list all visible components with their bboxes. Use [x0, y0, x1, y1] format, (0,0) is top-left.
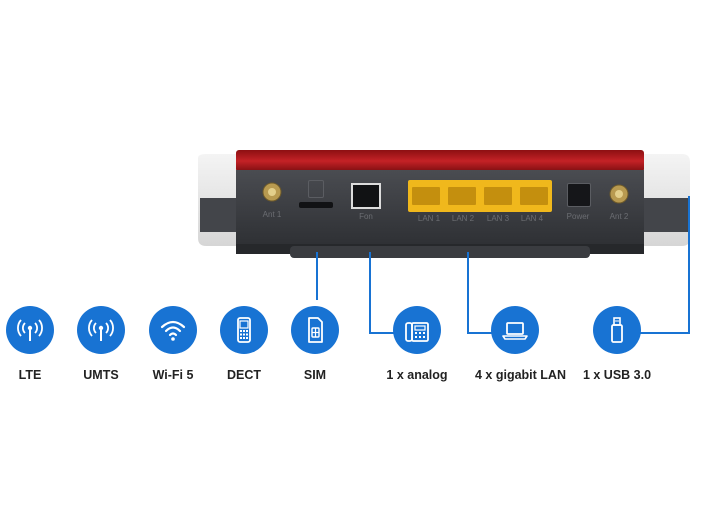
- laptop-icon: [502, 322, 528, 340]
- antenna-icon: [88, 319, 114, 341]
- wifi-icon: [160, 320, 186, 341]
- port-label-lan1: LAN 1: [417, 214, 441, 223]
- feature-lte: LTE: [0, 306, 70, 382]
- antenna-2-connector-icon: [609, 184, 629, 204]
- sim-slot: [299, 202, 333, 208]
- port-label-lan3: LAN 3: [486, 214, 510, 223]
- sim-card-icon: [308, 317, 323, 343]
- lan-port-4-icon: [520, 187, 548, 205]
- analog-connector-line: [369, 252, 401, 334]
- lan-port-block: [408, 180, 552, 212]
- phone-port-icon: [351, 183, 381, 209]
- lan-port-2-icon: [448, 187, 476, 205]
- feature-umts: UMTS: [61, 306, 141, 382]
- feature-usb: 1 x USB 3.0: [577, 306, 657, 382]
- feature-label: LTE: [18, 368, 42, 382]
- feature-label: Wi-Fi 5: [152, 368, 194, 382]
- antenna-1-connector-icon: [262, 182, 282, 202]
- desk-phone-icon: [405, 322, 429, 342]
- port-label-ant1: Ant 1: [262, 210, 282, 219]
- feature-wifi: Wi-Fi 5: [133, 306, 213, 382]
- port-label-ant2: Ant 2: [609, 212, 629, 221]
- feature-lan: 4 x gigabit LAN: [475, 306, 566, 382]
- feature-label: SIM: [303, 368, 327, 382]
- red-top-band: [236, 150, 644, 172]
- feature-label: 4 x gigabit LAN: [475, 368, 566, 382]
- feature-label: 1 x USB 3.0: [582, 368, 652, 382]
- feature-sim: SIM: [275, 306, 355, 382]
- port-label-power: Power: [566, 212, 590, 221]
- feature-analog: 1 x analog: [377, 306, 457, 382]
- lan-port-1-icon: [412, 187, 440, 205]
- feature-label: 1 x analog: [386, 368, 448, 382]
- lan-connector-line: [467, 252, 496, 334]
- sim-slot-icon: [308, 180, 324, 198]
- port-label-lan4: LAN 4: [520, 214, 544, 223]
- lan-port-3-icon: [484, 187, 512, 205]
- feature-label: UMTS: [83, 368, 119, 382]
- feature-label: DECT: [226, 368, 262, 382]
- router-back-view: [198, 150, 690, 258]
- usb-icon: [611, 317, 623, 343]
- usb-connector-line: [630, 196, 690, 334]
- dect-phone-icon: [237, 317, 251, 343]
- sim-connector-line: [316, 252, 318, 300]
- power-port-icon: [567, 183, 591, 207]
- port-label-fon: Fon: [359, 212, 373, 221]
- feature-dect: DECT: [204, 306, 284, 382]
- port-label-lan2: LAN 2: [451, 214, 475, 223]
- antenna-icon: [17, 319, 43, 341]
